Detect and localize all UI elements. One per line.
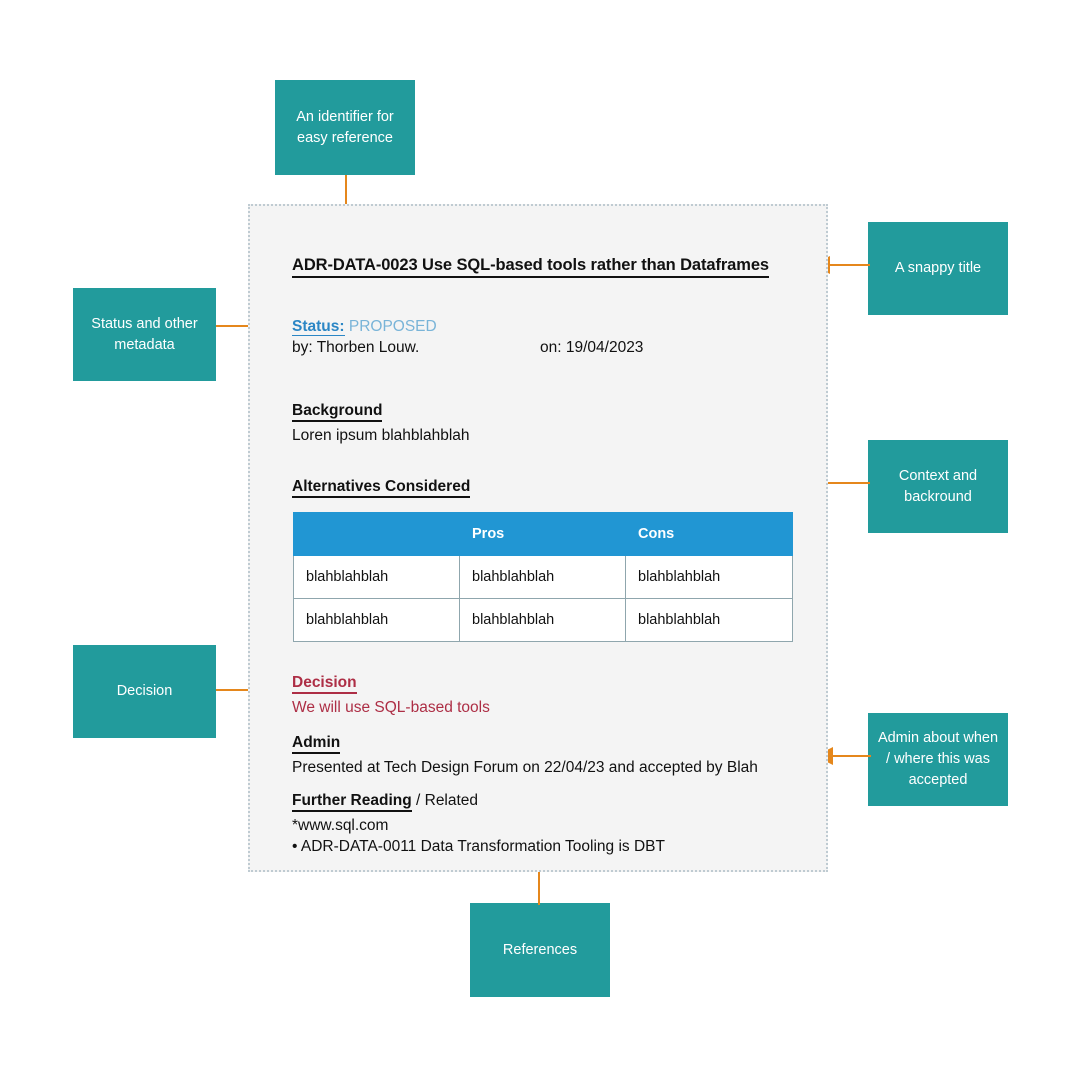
document-title: ADR-DATA-0023 Use SQL-based tools rather… [292,256,769,278]
table-row: blahblahblah blahblahblah blahblahblah [293,555,793,599]
section-background-body: Loren ipsum blahblahblah [292,427,470,444]
table-cell: blahblahblah [625,555,793,599]
column-header-option [293,512,460,556]
table-cell: blahblahblah [293,555,460,599]
section-decision-heading: Decision [292,674,357,694]
section-admin: Admin Presented at Tech Design Forum on … [292,732,758,778]
column-header-pros: Pros [459,512,626,556]
annotation-decision: Decision [73,645,216,738]
adr-document-panel: ADR-DATA-0023 Use SQL-based tools rather… [248,204,828,872]
alternatives-table: Pros Cons blahblahblah blahblahblah blah… [293,512,793,642]
annotation-title: A snappy title [868,222,1008,315]
author-row: by: Thorben Louw. on: 19/04/2023 [292,337,643,358]
annotation-title-label: A snappy title [894,260,982,276]
annotation-context: Context and backround [868,440,1008,533]
arrow-line [828,264,870,266]
annotation-references-label: References [502,941,578,958]
document-metadata: Status: PROPOSED by: Thorben Louw. on: 1… [292,316,643,358]
further-reading-item[interactable]: • ADR-DATA-0011 Data Transformation Tool… [292,838,665,855]
arrow-line [216,689,276,691]
section-admin-heading: Admin [292,734,341,754]
arrow-line [538,859,540,905]
annotation-decision-label: Decision [116,683,173,699]
further-reading-item[interactable]: *www.sql.com [292,817,389,834]
annotation-status-label: Status and other metadata [91,315,198,353]
annotation-admin-label: Admin about when / where this was accept… [877,730,999,788]
author-label: by: Thorben Louw. [292,339,420,356]
arrow-line [216,325,276,327]
table-row: blahblahblah blahblahblah blahblahblah [293,598,793,642]
section-further-reading-heading-row: Further Reading / Related [292,790,665,815]
section-admin-body: Presented at Tech Design Forum on 22/04/… [292,759,758,776]
annotation-identifier: An identifier for easy reference [275,80,415,175]
section-alternatives: Alternatives Considered [292,476,471,501]
table-cell: blahblahblah [293,598,460,642]
table-cell: blahblahblah [625,598,793,642]
section-background-heading: Background [292,402,383,422]
date-label: on: 19/04/2023 [540,339,644,356]
section-further-reading-heading: Further Reading [292,792,412,812]
table-cell: blahblahblah [459,598,626,642]
column-header-cons: Cons [625,512,793,556]
status-value: PROPOSED [348,318,437,335]
arrow-line [831,755,871,757]
section-further-reading: Further Reading / Related *www.sql.com •… [292,790,665,857]
annotation-admin: Admin about when / where this was accept… [868,713,1008,806]
status-label[interactable]: Status: [292,318,345,336]
table-header-row: Pros Cons [293,512,793,556]
section-background: Background Loren ipsum blahblahblah [292,400,470,446]
annotation-identifier-label: An identifier for easy reference [296,108,394,146]
table-cell: blahblahblah [459,555,626,599]
annotation-status: Status and other metadata [73,288,216,381]
annotation-references: References [470,903,610,997]
section-decision-body: We will use SQL-based tools [292,699,490,716]
section-alternatives-heading: Alternatives Considered [292,478,471,498]
section-decision: Decision We will use SQL-based tools [292,672,490,718]
status-row: Status: PROPOSED [292,316,437,337]
annotation-context-label: Context and backround [898,467,978,505]
section-further-reading-suffix: / Related [411,792,479,809]
